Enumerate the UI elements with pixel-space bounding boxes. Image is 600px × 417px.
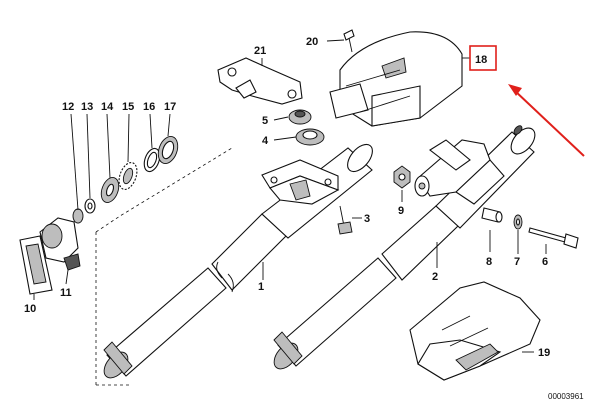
label-10: 10 <box>24 303 36 315</box>
label-13: 13 <box>81 101 93 113</box>
label-9: 9 <box>398 205 404 217</box>
part-13-ring[interactable] <box>84 198 96 214</box>
part-20-screw[interactable] <box>343 29 355 53</box>
label-20: 20 <box>306 36 318 48</box>
part-11-ignition-housing[interactable] <box>39 217 81 271</box>
part-19-lower-cover[interactable] <box>409 281 541 381</box>
part-15-gear-ring[interactable] <box>116 160 141 192</box>
label-14: 14 <box>101 101 114 113</box>
part-17-collar[interactable] <box>155 134 181 166</box>
part-1-mounting-bracket[interactable] <box>261 159 340 205</box>
part-18-upper-cover[interactable] <box>329 31 463 127</box>
part-3-bolt[interactable] <box>337 205 353 235</box>
label-3: 3 <box>364 213 370 225</box>
label-11: 11 <box>60 287 72 299</box>
part-10-gasket-plate[interactable] <box>19 235 53 295</box>
highlight-box <box>469 45 497 71</box>
part-5-grommet[interactable] <box>288 109 312 125</box>
label-5: 5 <box>262 115 268 127</box>
part-9-nut[interactable] <box>393 165 411 189</box>
part-6-long-bolt[interactable] <box>528 227 579 249</box>
label-15: 15 <box>122 101 134 113</box>
label-18: 18 <box>475 54 487 66</box>
part-4-rubber-ring[interactable] <box>295 128 325 146</box>
label-17: 17 <box>164 101 176 113</box>
label-4: 4 <box>262 135 269 147</box>
label-21: 21 <box>254 45 266 57</box>
label-18-highlighted[interactable]: 18 <box>469 45 497 71</box>
part-14-bearing[interactable] <box>98 175 122 205</box>
label-2: 2 <box>432 271 438 283</box>
leader-lines <box>33 39 547 353</box>
part-21-bracket-plate[interactable] <box>217 57 303 105</box>
red-pointer-arrow <box>508 84 585 157</box>
part-7-washer[interactable] <box>513 214 523 230</box>
label-16: 16 <box>143 101 155 113</box>
label-1: 1 <box>258 281 264 293</box>
part-12-nut[interactable] <box>72 208 84 224</box>
part-8-bushing[interactable] <box>481 207 503 223</box>
label-6: 6 <box>542 256 548 268</box>
label-8: 8 <box>486 256 492 268</box>
part-labels: 1 2 3 4 5 6 7 8 9 10 11 12 13 14 15 16 1… <box>24 36 550 359</box>
part-16-ring[interactable] <box>141 146 162 173</box>
part-2-mounting-bracket[interactable] <box>414 139 505 205</box>
label-19: 19 <box>538 347 550 359</box>
catalog-number: 00003961 <box>548 392 584 401</box>
label-7: 7 <box>514 256 520 268</box>
label-12: 12 <box>62 101 74 113</box>
assembly-outline <box>95 147 233 386</box>
